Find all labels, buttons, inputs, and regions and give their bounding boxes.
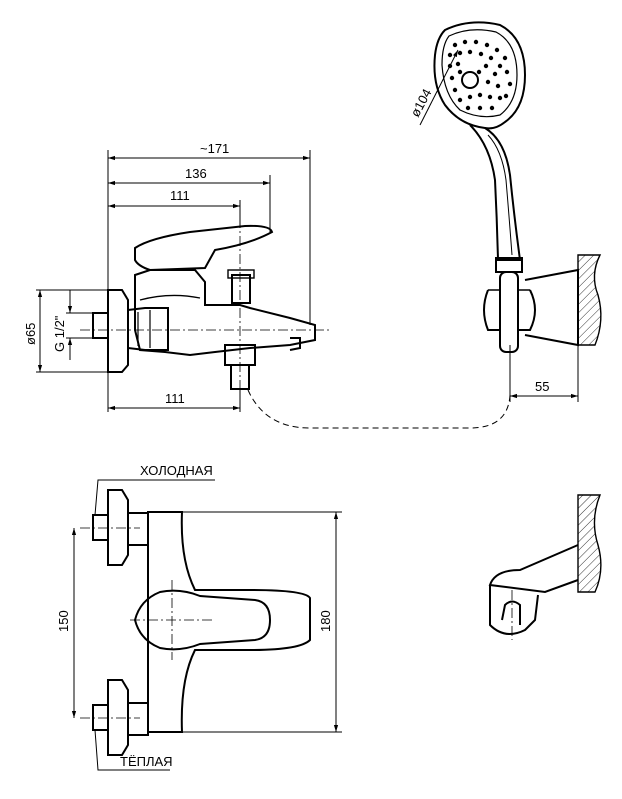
dim-lever-length: 111 — [170, 188, 190, 203]
dim-holder-offset: 55 — [535, 379, 549, 394]
shower-nozzles — [447, 39, 513, 111]
holder-front-view — [488, 544, 579, 635]
wall-hatch-top — [577, 254, 602, 346]
dim-bottom-length: 111 — [165, 391, 185, 406]
front-view-mixer — [92, 489, 311, 756]
hose-dashed — [247, 345, 511, 429]
dim-spout-length: 136 — [185, 166, 207, 181]
wall-hatch-bottom — [577, 494, 602, 593]
holder-dimension-lines — [509, 345, 579, 402]
label-cold: ХОЛОДНАЯ — [140, 463, 213, 478]
side-view-dimension-lines — [36, 150, 311, 412]
shower-head — [433, 21, 579, 353]
dim-showerhead-diameter: ø104 — [407, 86, 434, 119]
side-view-mixer — [92, 224, 316, 390]
side-view-centerlines — [80, 200, 330, 410]
dim-inlet-spacing: 150 — [56, 610, 71, 632]
dim-overall-length: ~171 — [200, 141, 229, 156]
front-view-centerlines — [80, 527, 215, 719]
label-warm: ТЁПЛАЯ — [120, 754, 173, 769]
dim-flange-diameter: ø65 — [23, 323, 38, 345]
dim-body-height: 180 — [318, 610, 333, 632]
dim-thread: G 1/2" — [52, 315, 67, 352]
front-view-dimension-lines — [71, 479, 342, 771]
dim-showerhead-leader — [419, 49, 459, 126]
